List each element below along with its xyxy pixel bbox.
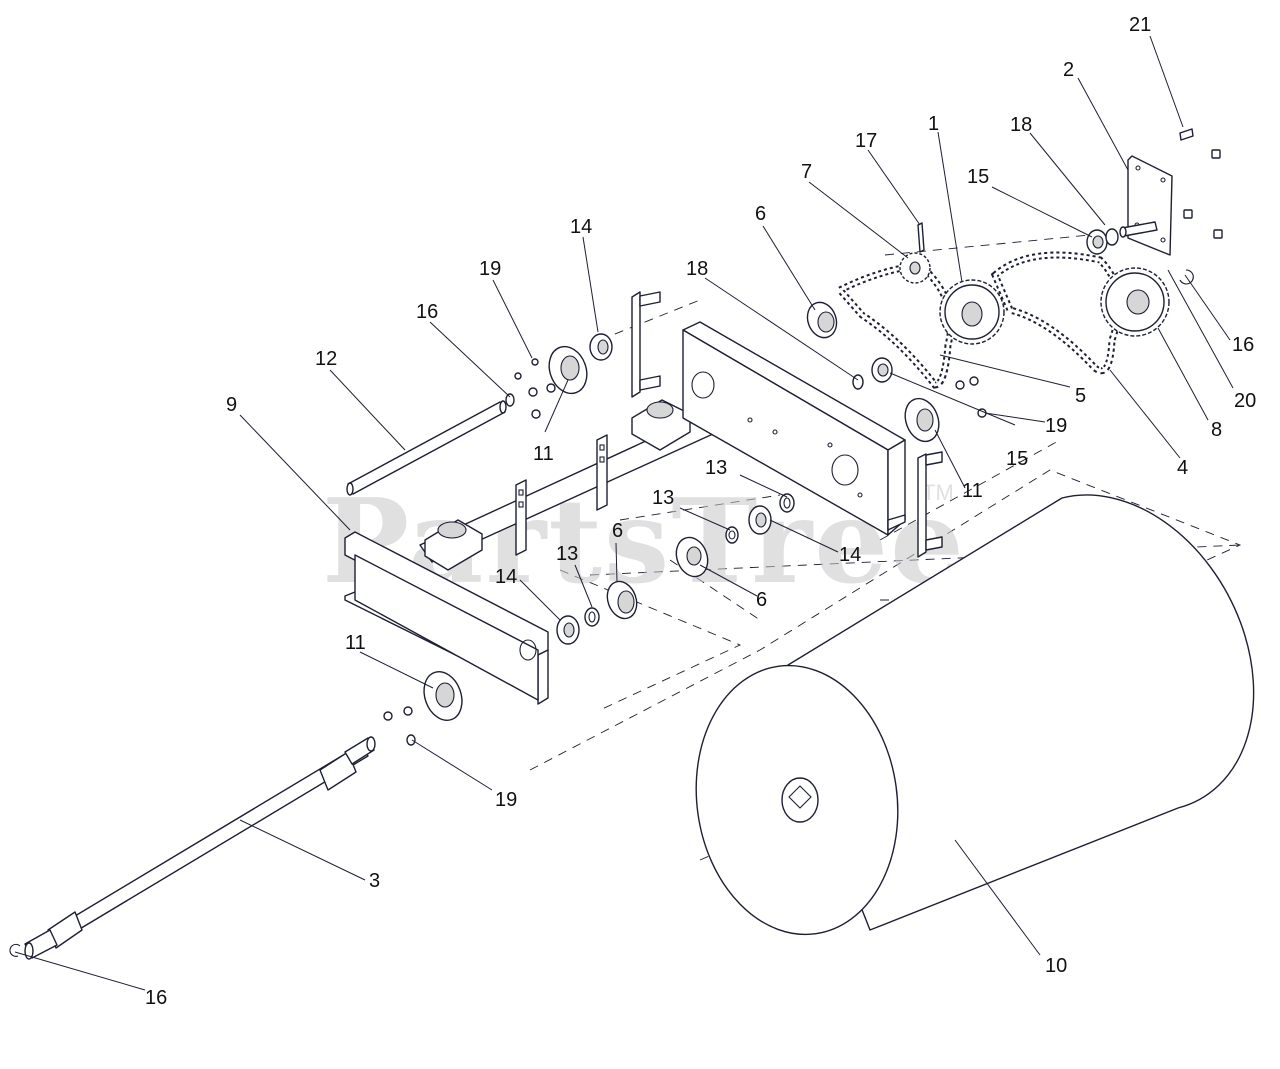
drive-chain-5 (834, 261, 955, 389)
callout-11: 11 (962, 480, 983, 502)
callout-16: 16 (1232, 334, 1254, 356)
flange-bearing-left-6 (606, 580, 638, 620)
watermark-trademark: TM (922, 480, 954, 505)
callout-11: 11 (533, 443, 554, 465)
bearing-15-upper (1086, 229, 1108, 255)
callout-18: 18 (1010, 114, 1032, 136)
callout-15: 15 (1006, 448, 1028, 470)
mounting-brackets (515, 291, 943, 558)
callout-17: 17 (855, 130, 877, 152)
callout-5: 5 (1075, 385, 1086, 407)
callout-21: 21 (1129, 14, 1151, 36)
callout-16: 16 (416, 301, 438, 323)
callout-numbers: 21 2 1 18 17 15 7 6 14 18 19 16 12 9 11 … (145, 14, 1256, 1009)
callout-7: 7 (801, 161, 812, 183)
callout-19: 19 (495, 789, 517, 811)
callout-19: 19 (479, 258, 501, 280)
callout-14: 14 (570, 216, 592, 238)
callout-14: 14 (839, 544, 861, 566)
callout-leader-lines (14, 35, 1234, 991)
callout-15: 15 (967, 166, 989, 188)
washer-18-upper (1105, 228, 1119, 246)
callout-18: 18 (686, 258, 708, 280)
callout-1: 1 (928, 113, 939, 135)
sprockets (899, 252, 1170, 345)
washer-13-upper (779, 493, 795, 513)
callout-13: 13 (705, 457, 727, 479)
callout-10: 10 (1045, 955, 1067, 977)
fasteners (383, 128, 1223, 746)
large-sprocket-1 (939, 279, 1005, 345)
small-sprocket-7 (899, 252, 931, 284)
drive-chain-4 (990, 251, 1123, 375)
callout-4: 4 (1177, 457, 1188, 479)
roller-drum (695, 494, 1255, 936)
callout-19: 19 (1045, 415, 1067, 437)
rear-frame-plate (682, 321, 906, 536)
flange-bearing-upper-left (548, 345, 588, 395)
callout-13: 13 (556, 543, 578, 565)
callout-8: 8 (1211, 419, 1222, 441)
bearing-15-center (871, 357, 893, 383)
large-sprocket-8 (1100, 267, 1170, 337)
rod-shaft (346, 400, 507, 496)
flange-bearing-center-6 (675, 536, 709, 578)
bearing-14-left (556, 615, 580, 645)
callout-6: 6 (755, 203, 766, 225)
drive-chains (834, 251, 1123, 389)
bearings-and-washers (556, 228, 1119, 645)
main-axle (9, 736, 376, 960)
flange-bearing-lower-left (423, 671, 463, 721)
idler-bracket-plate (1119, 155, 1173, 256)
callout-11: 11 (345, 632, 366, 654)
callout-6: 6 (756, 589, 767, 611)
callout-3: 3 (369, 870, 380, 892)
flange-bearings (423, 301, 940, 721)
bearing-14-top (589, 333, 613, 361)
callout-2: 2 (1063, 59, 1074, 81)
flange-bearing-top-6 (806, 301, 838, 339)
callout-13: 13 (652, 487, 674, 509)
bearing-14-center (748, 505, 772, 535)
callout-12: 12 (315, 348, 337, 370)
flange-bearing-right (904, 397, 940, 443)
washer-13-lower (584, 607, 600, 627)
washer-13-middle (725, 526, 739, 544)
callout-14: 14 (495, 566, 517, 588)
callout-9: 9 (226, 394, 237, 416)
callout-20: 20 (1234, 390, 1256, 412)
front-frame-channel (344, 531, 549, 705)
callout-6: 6 (612, 520, 623, 542)
callout-16: 16 (145, 987, 167, 1009)
